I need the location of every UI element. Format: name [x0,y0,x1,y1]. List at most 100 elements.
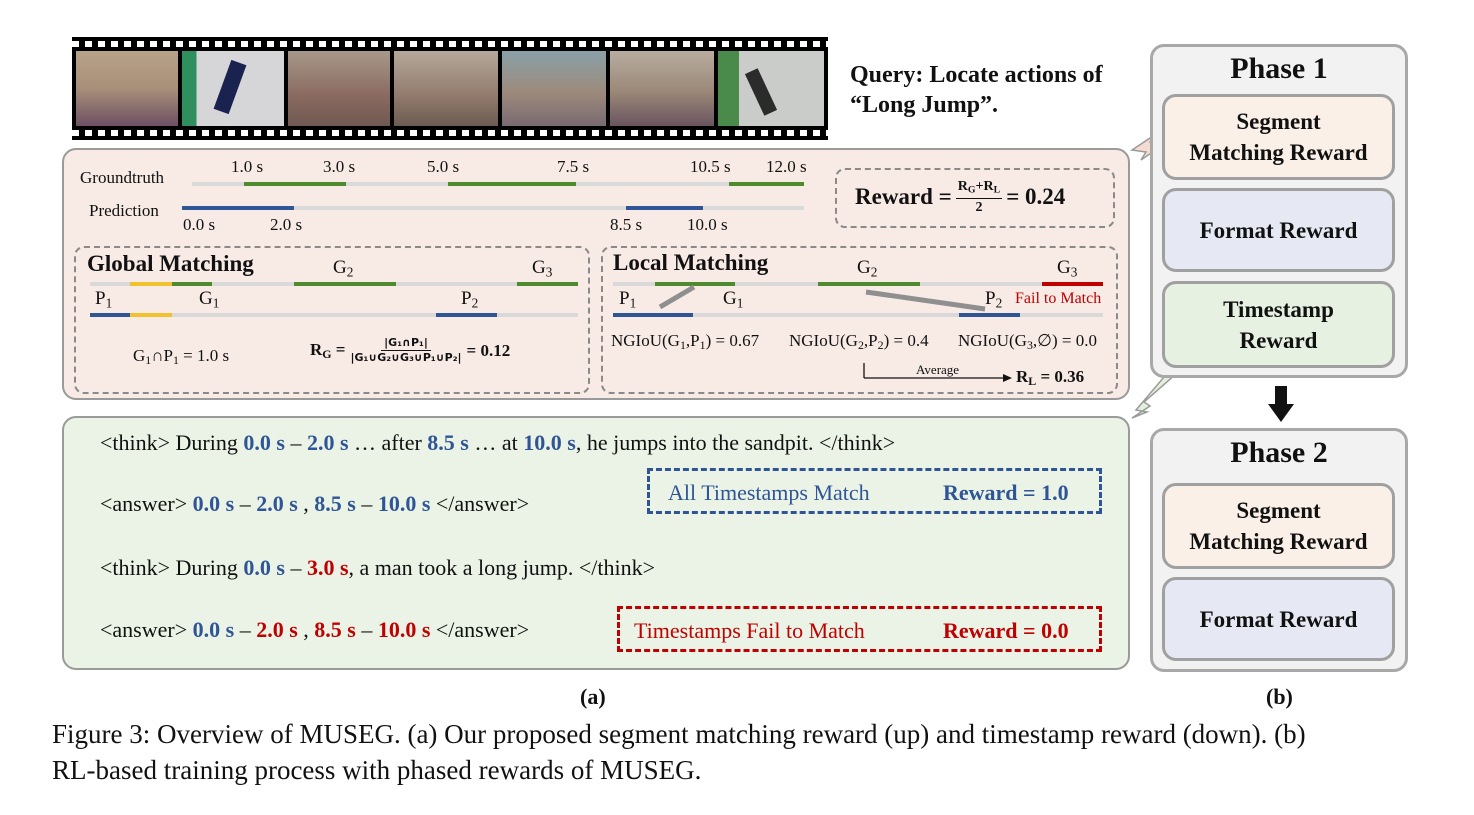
local-p1-bar [613,313,693,317]
reward-fraction: RG+RL 2 [955,179,1003,216]
local-g3-label: G3 [1057,257,1078,280]
frame-1 [76,51,178,126]
frame-6 [610,51,714,126]
local-p2-bar [959,313,1020,317]
global-matching-title: Global Matching [87,251,254,276]
reward-label: Reward = [855,184,952,210]
local-matching-title: Local Matching [613,250,769,275]
frame-2 [182,51,284,126]
gt-segment-1 [244,182,346,186]
gt-tick-6: 12.0 s [766,157,807,176]
global-g1-label: G1 [199,288,220,311]
global-p1-bar [90,313,130,317]
sublabel-a: (a) [580,684,606,709]
timestamps-fail-box: Timestamps Fail to Match Reward = 0.0 [617,606,1102,652]
video-filmstrip [72,37,828,140]
local-g3-bar [1042,282,1103,286]
rl-value: RL = 0.36 [1016,367,1085,388]
phase-transition-arrow-stem [1275,386,1287,406]
segment-matching-panel [62,148,1130,400]
average-arrow-head [1003,374,1012,382]
think-line-2: <think> During 0.0 s – 3.0 s, a man took… [100,555,656,580]
query-line-1: Query: Locate actions of [850,62,1103,88]
connector-g2-p2 [865,289,986,312]
pred-tick-2: 2.0 s [270,215,303,234]
sprocket-holes-bottom [72,130,828,136]
local-p2-label: P2 [985,288,1003,311]
timestamps-match-box: All Timestamps Match Reward = 1.0 [647,468,1102,514]
global-p2-label: P2 [461,288,479,311]
pred-tick-4: 10.0 s [687,215,728,234]
think-line-1: <think> During 0.0 s – 2.0 s … after 8.5… [100,430,896,455]
phase1-format-reward: Format Reward [1162,188,1395,272]
frame-4 [394,51,498,126]
global-g3-bar [517,282,578,286]
pred-tick-3: 8.5 s [610,215,643,234]
global-pred-track [90,313,578,317]
local-g1-bar [655,282,735,286]
prediction-label: Prediction [89,201,159,220]
phase-2-title: Phase 2 [1230,436,1328,469]
local-g1-label: G1 [723,288,744,311]
sprocket-holes-top [72,41,828,47]
global-p2-bar [436,313,497,317]
reward-formula-box: Reward = RG+RL 2 = 0.24 [835,168,1115,228]
reward-num-rg: R [957,179,968,194]
global-intersection-text: G1∩P1 = 1.0 s [133,346,230,367]
local-pred-track [613,313,1103,317]
pred-tick-1: 0.0 s [183,215,216,234]
ngiou-3: NGIoU(G3,∅) = 0.0 [958,331,1097,352]
gt-tick-3: 5.0 s [427,157,460,176]
reward-den: 2 [975,200,983,216]
caption-line-2: RL-based training process with phased re… [52,755,702,785]
timestamps-fail-label: Timestamps Fail to Match [634,618,865,643]
phase1-timestamp-pointer-arrow [1131,369,1178,419]
global-overlap-gt [130,282,172,286]
connector-g1-p1 [658,284,696,310]
phase-1-title: Phase 1 [1230,52,1328,85]
global-p1-label: P1 [95,288,113,311]
gt-segment-2 [448,182,576,186]
gt-tick-1: 1.0 s [231,157,264,176]
figure-caption: Figure 3: Overview of MUSEG. (a) Our pro… [52,716,1306,788]
reward-formula: Reward = RG+RL 2 = 0.24 [855,178,1065,216]
gt-tick-5: 10.5 s [690,157,731,176]
global-rg-formula: RG = |G₁∩P₁| |G₁∪G₂∪G₃∪P₁∪P₂| = 0.12 [310,336,510,365]
sublabel-b: (b) [1266,684,1293,709]
frame-5 [502,51,606,126]
global-g2-label: G2 [333,257,354,280]
ngiou-1: NGIoU(G1,P1) = 0.67 [611,331,760,352]
rg-label: RG = [310,339,346,361]
frame-3 [288,51,390,126]
pred-segment-1 [182,206,294,210]
query-text: Query: Locate actions of “Long Jump”. [850,60,1103,120]
timestamps-fail-reward: Reward = 0.0 [943,618,1069,643]
local-g2-label: G2 [857,257,878,280]
global-g2-bar [294,282,396,286]
reward-num-rl: R [983,179,994,194]
gt-segment-3 [729,182,804,186]
global-matching-box [74,246,590,394]
fail-to-match-label: Fail to Match [1015,290,1102,307]
ngiou-2: NGIoU(G2,P2) = 0.4 [789,331,929,352]
timestamp-reward-panel [62,416,1130,670]
rg-value: = 0.12 [466,340,511,360]
caption-line-1: Figure 3: Overview of MUSEG. (a) Our pro… [52,719,1306,749]
phase-transition-arrow-head [1268,404,1294,422]
answer-line-2: <answer> 0.0 s – 2.0 s , 8.5 s – 10.0 s … [100,617,530,642]
local-p1-label: P1 [619,288,637,311]
query-line-2: “Long Jump”. [850,92,999,118]
local-matching-box [601,246,1118,394]
global-g1-bar [172,282,212,286]
timestamps-match-label: All Timestamps Match [668,480,870,505]
local-g2-bar [818,282,920,286]
average-label: Average [916,362,960,377]
global-overlap-pred [130,313,172,317]
gt-tick-4: 7.5 s [557,157,590,176]
phase2-format-reward: Format Reward [1162,577,1395,661]
pred-segment-2 [626,206,703,210]
frame-7 [718,51,824,126]
gt-tick-2: 3.0 s [323,157,356,176]
